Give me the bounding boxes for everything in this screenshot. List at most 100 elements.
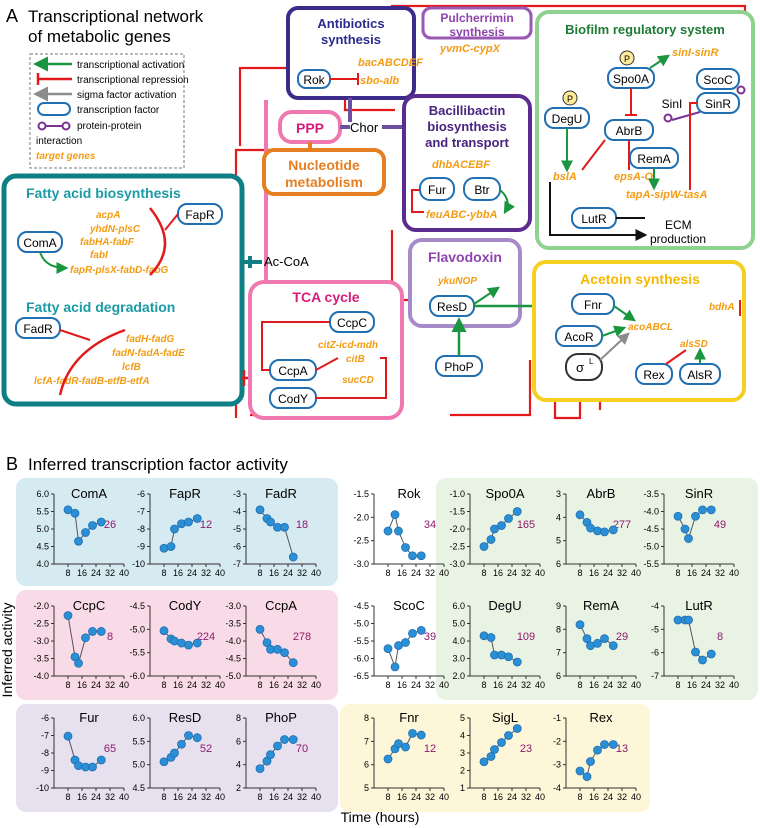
- acetoin-title: Acetoin synthesis: [580, 271, 700, 287]
- y-tick-label: 4: [556, 512, 561, 522]
- x-tick-label: 8: [65, 680, 70, 690]
- pulcherrimin-title-2: synthesis: [449, 25, 505, 39]
- phospho-spo0a: P: [624, 54, 630, 64]
- bg-flavodoxin: [16, 704, 338, 812]
- x-tick-label: 16: [397, 792, 407, 802]
- pulcherrimin-title-1: Pulcherrimin: [440, 11, 513, 25]
- x-tick-label: 16: [687, 568, 697, 578]
- x-tick-label: 32: [617, 568, 627, 578]
- panel-b-letter: B: [6, 454, 18, 474]
- module-fatty-acid: Fatty acid biosynthesis FapR ComA acpA y…: [1, 173, 309, 407]
- tf-legend-icon: [37, 102, 71, 116]
- x-tick-label: 8: [257, 568, 262, 578]
- ppi-sini-icon: [663, 113, 673, 123]
- tf-abrb-label: AbrB: [616, 124, 643, 138]
- x-tick-label: 32: [715, 568, 725, 578]
- y-tick-label: -4: [651, 601, 659, 611]
- data-point: [273, 741, 282, 751]
- y-tick-label: 7: [556, 648, 561, 658]
- data-point: [504, 652, 513, 662]
- y-tick-label: 6: [236, 736, 241, 746]
- x-tick-label: 16: [77, 568, 87, 578]
- y-tick-label: 2: [236, 783, 241, 793]
- x-tick-label: 40: [535, 680, 545, 690]
- y-tick-label: -3: [553, 760, 561, 770]
- tf-coma-label: ComA: [23, 236, 56, 250]
- x-tick-label: 32: [521, 568, 531, 578]
- x-tick-label: 24: [187, 792, 197, 802]
- chart-title: CcpC: [73, 598, 106, 613]
- tf-btr: [463, 177, 501, 201]
- data-point: [684, 534, 693, 543]
- x-tick-label: 8: [65, 568, 70, 578]
- chart-title: Fur: [79, 710, 99, 725]
- tf-sinr-label: SinR: [705, 97, 731, 111]
- x-tick-label: 16: [493, 792, 503, 802]
- x-tick-label: 40: [119, 792, 129, 802]
- x-tick-label: 8: [675, 568, 680, 578]
- x-tick-label: 24: [187, 680, 197, 690]
- chart-title: RemA: [583, 598, 619, 613]
- data-point: [698, 655, 707, 665]
- y-tick-label: -1.5: [353, 489, 369, 499]
- y-tick-label: 3: [460, 748, 465, 758]
- y-tick-label: -1: [553, 713, 561, 723]
- x-tick-label: 16: [269, 568, 279, 578]
- y-tick-label: -8: [41, 748, 49, 758]
- y-tick-label: -7: [137, 507, 145, 517]
- y-tick-label: 5.5: [132, 736, 145, 746]
- gene-acoABCL: acoABCL: [628, 322, 673, 333]
- gene-yvmC-cypX: yvmC-cypX: [439, 43, 501, 55]
- y-tick-label: 3: [556, 489, 561, 499]
- y-tick-label: -2.0: [33, 601, 49, 611]
- x-tick-label: 24: [507, 792, 517, 802]
- y-tick-label: -2.5: [353, 536, 369, 546]
- data-point: [280, 735, 289, 744]
- x-tick-label: 8: [385, 568, 390, 578]
- gene-fadN-fadA-fadE: fadN-fadA-fadE: [112, 348, 185, 359]
- data-point: [394, 739, 403, 749]
- data-point: [401, 742, 410, 752]
- y-tick-label: -2.0: [353, 512, 369, 522]
- data-point: [74, 761, 83, 770]
- x-tick-label: 24: [411, 568, 421, 578]
- data-point: [96, 627, 106, 636]
- x-tick-label: 24: [91, 680, 101, 690]
- y-tick-label: 6.0: [36, 489, 49, 499]
- tf-degu-label: DegU: [552, 112, 583, 126]
- x-tick-label: 40: [311, 568, 321, 578]
- nucleotide-title-2: metabolism: [285, 174, 363, 190]
- gene-count: 23: [520, 743, 532, 755]
- biofilm-title: Biofilm regulatory system: [565, 22, 725, 37]
- data-point: [63, 731, 73, 741]
- y-tick-label: -4.5: [225, 654, 241, 664]
- sigma-l-sup: L: [589, 357, 594, 366]
- gene-bslA: bslA: [553, 171, 577, 183]
- y-tick-label: 5: [460, 713, 465, 723]
- x-tick-label: 24: [283, 792, 293, 802]
- data-point: [593, 638, 602, 648]
- data-point: [177, 739, 186, 749]
- chart-title: FapR: [169, 486, 201, 501]
- legend-interaction: interaction: [36, 136, 82, 147]
- data-point: [96, 517, 106, 527]
- y-tick-label: 6: [556, 559, 561, 569]
- data-point: [408, 628, 417, 638]
- y-tick-label: -7: [41, 731, 49, 741]
- data-point: [486, 633, 496, 642]
- tf-fur-label: Fur: [428, 183, 446, 197]
- tf-scoc: [696, 68, 740, 90]
- x-tick-label: 24: [187, 568, 197, 578]
- gene-count: 165: [517, 519, 535, 531]
- data-point: [497, 521, 506, 530]
- chart-title: SigL: [492, 710, 518, 725]
- x-tick-label: 8: [161, 680, 166, 690]
- data-point: [74, 536, 83, 546]
- x-axis-label: Time (hours): [341, 809, 420, 825]
- y-tick-label: -5.5: [643, 559, 659, 569]
- y-tick-label: 5.5: [36, 507, 49, 517]
